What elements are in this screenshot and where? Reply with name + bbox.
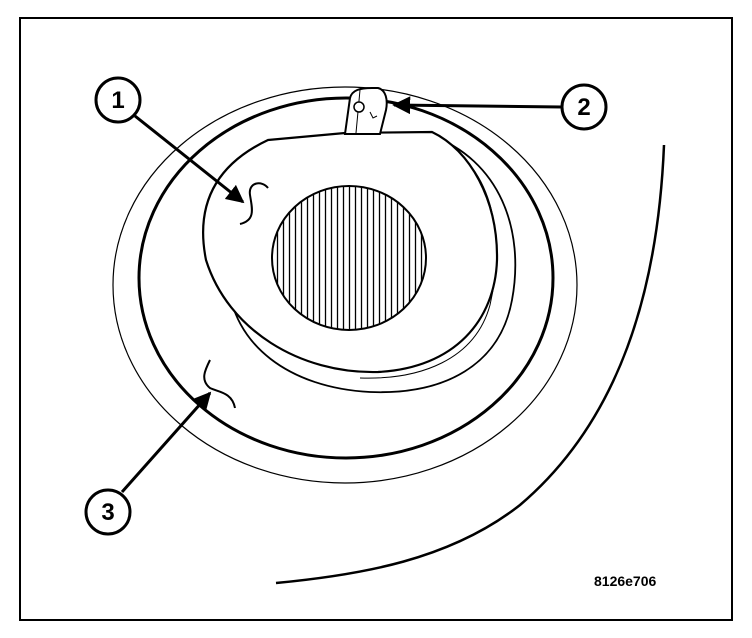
callout-3: 3 [84,488,132,536]
figure-reference-code: 8126e706 [594,573,657,589]
outer-housing-edge [112,86,578,484]
leader-arrow-1 [134,114,245,204]
lens-hatched [271,185,427,331]
callout-2: 2 [560,83,608,131]
callout-2-label: 2 [577,94,590,121]
bezel-ring [137,96,555,460]
adjuster-connector [343,87,388,135]
leader-arrow-3 [120,391,212,493]
callout-3-label: 3 [101,499,114,526]
lamp-inner-ring [227,134,517,394]
leader-arrow-2 [392,96,563,115]
callout-1: 1 [94,76,142,124]
callout-1-label: 1 [111,87,124,114]
bracket-mark-bezel [203,359,236,409]
fender-edge-line [275,144,666,585]
bracket-mark-lamp [239,182,269,225]
